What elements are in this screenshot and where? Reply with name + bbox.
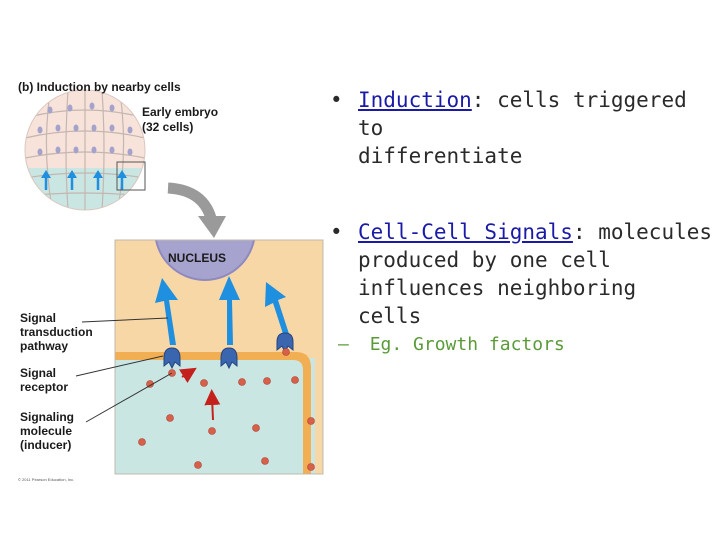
embryo-label: Early embryo (32 cells) bbox=[142, 105, 218, 135]
zoom-panel bbox=[114, 239, 324, 475]
signal-transduction-pathway-label: Signal transduction pathway bbox=[20, 311, 93, 353]
bullet-cell-cell-signals: • Cell-Cell Signals: molecules produced … bbox=[330, 218, 715, 330]
term-cell-cell-signals: Cell-Cell Signals bbox=[358, 220, 573, 244]
bullet-text: : cells triggered to bbox=[358, 88, 687, 140]
bullet-line: Cell-Cell Signals: molecules bbox=[330, 218, 715, 246]
bullet-induction: • Induction: cells triggered to differen… bbox=[330, 86, 715, 170]
sub-bullet-text: Eg. Growth factors bbox=[369, 334, 565, 355]
embryo-label-line1: Early embryo bbox=[142, 105, 219, 119]
sub-bullet-growth-factors: – Eg. Growth factors bbox=[338, 334, 565, 355]
early-embryo bbox=[24, 89, 146, 211]
label-line: molecule bbox=[20, 424, 73, 438]
label-leader-lines bbox=[75, 317, 173, 423]
induction-figure bbox=[24, 89, 324, 475]
label-line: (inducer) bbox=[20, 438, 72, 452]
signal-receptor-label: Signal receptor bbox=[20, 366, 68, 394]
label-line: receptor bbox=[20, 380, 69, 394]
embryo-label-line2: (32 cells) bbox=[142, 120, 194, 134]
label-line: Signaling bbox=[20, 410, 74, 424]
bullet-line: differentiate bbox=[358, 144, 523, 168]
bullet-line: influences neighboring bbox=[358, 276, 637, 300]
bullet-line: cells bbox=[358, 304, 422, 328]
signaling-molecule-label: Signaling molecule (inducer) bbox=[20, 410, 74, 452]
bullet-line: Induction: cells triggered to bbox=[330, 86, 715, 142]
bullet-text: : molecules bbox=[572, 220, 713, 244]
label-line: transduction bbox=[20, 325, 93, 339]
zoom-arrow bbox=[167, 182, 226, 238]
figure-title: (b) Induction by nearby cells bbox=[18, 80, 181, 94]
label-line: Signal bbox=[20, 366, 57, 380]
bullet-dot: • bbox=[330, 88, 343, 112]
nucleus-label: NUCLEUS bbox=[168, 251, 227, 265]
copyright-notice: © 2011 Pearson Education, Inc. bbox=[18, 477, 75, 482]
sub-bullet-dash: – bbox=[338, 334, 349, 355]
term-induction: Induction bbox=[358, 88, 472, 112]
label-line: pathway bbox=[20, 339, 69, 353]
bullet-dot: • bbox=[330, 220, 343, 244]
label-line: Signal bbox=[20, 311, 57, 325]
bullet-line: produced by one cell bbox=[358, 248, 611, 272]
